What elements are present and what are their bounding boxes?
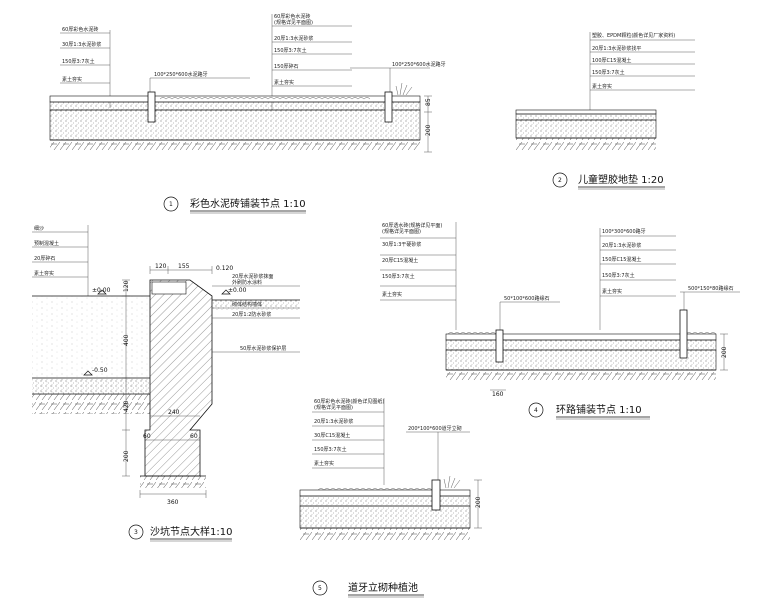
d4-curb-label: 50*100*600路缘石 (504, 295, 549, 302)
d4-right-label-4: 150厚3:7灰土 (602, 272, 635, 279)
d1-grass-icon (395, 82, 413, 96)
d4-left-label-1: 60厚透水砖(规格详见平面) (382, 222, 442, 229)
d3-right-label-5: 50厚水泥砂浆保护层 (240, 345, 286, 352)
d4-number-circle (528, 402, 544, 418)
d1-dim-2: 200 (425, 124, 432, 136)
d2-label-5: 素土夯实 (592, 83, 612, 90)
d3-title: 沙坑节点大样1:10 (150, 525, 232, 538)
d4-number: 4 (534, 407, 538, 414)
d3-elev-3: -0.50 (92, 367, 108, 374)
d2-number-circle (552, 172, 568, 188)
d3-label-3: 20厚碎石 (34, 255, 55, 262)
d1-curb-right (384, 91, 393, 123)
detail-3-sandpit: 细沙 预制混凝土 20厚碎石 素土夯实 ±0.00 ±0.00 -0.50 12 (32, 225, 300, 542)
d1-number: 1 (169, 201, 173, 208)
d1-curb-label: 100*250*600水泥路牙 (154, 71, 208, 78)
d3-dim-v-2: 400 (123, 334, 130, 346)
d3-number-circle (128, 524, 144, 540)
d4-left-label-3: 30厚1:3干硬砂浆 (382, 241, 421, 248)
d5-label-3: 20厚1:3水泥砂浆 (314, 418, 353, 425)
d4-right-label-2: 20厚1:3水泥砂浆 (602, 242, 641, 249)
d3-dim-h-1: 240 (168, 409, 180, 416)
detail-1-paving: 60厚彩色水泥砖 30厚1:3水泥砂浆 150厚3:7灰土 素土夯实 60厚彩色… (49, 13, 446, 214)
d4-dim-1: 200 (721, 346, 728, 358)
d3-right-label-1: 20厚水泥砂浆抹面 (232, 273, 273, 280)
d5-label-1: 60厚彩色水泥砖(颜色详见图纸) (314, 398, 384, 405)
d1-right-label-3: 20厚1:3水泥砂浆 (274, 35, 313, 42)
d3-number: 3 (134, 529, 138, 536)
d4-curb-label-2: 500*150*80路缘石 (688, 285, 733, 292)
d1-left-label-1: 60厚彩色水泥砖 (62, 26, 98, 33)
d5-number-circle (312, 580, 328, 596)
d2-label-2: 20厚1:3水泥砂浆找平 (592, 45, 641, 52)
d3-cap (151, 281, 187, 295)
d5-label-4: 30厚C15混凝土 (314, 432, 350, 439)
d3-elev-2: ±0.00 (228, 287, 247, 294)
d4-left-label-5: 150厚3:7灰土 (382, 273, 415, 280)
d1-curb-left (147, 91, 156, 123)
d3-dim-top-1: 120 (155, 263, 167, 270)
d2-label-4: 150厚3:7灰土 (592, 69, 625, 76)
d3-dim-top-3: 0.120 (216, 265, 233, 272)
d5-label-2: (规格详见平面图) (314, 404, 353, 411)
d2-label-1: 塑胶、EPDM颗粒(颜色详见厂家资料) (592, 32, 675, 39)
d3-dim-h-4: 360 (167, 499, 179, 506)
d4-dim-2: 160 (492, 391, 504, 398)
d3-right-label-4: 20厚1:2防水砂浆 (232, 311, 271, 318)
d5-number: 5 (318, 585, 322, 592)
d1-left-label-2: 30厚1:3水泥砂浆 (62, 41, 101, 48)
d5-label-5: 150厚3:7灰土 (314, 446, 347, 453)
d4-left-label-6: 素土夯实 (382, 291, 402, 298)
detail-2-rubber-mat: 塑胶、EPDM颗粒(颜色详见厂家资料) 20厚1:3水泥砂浆找平 100厚C15… (515, 32, 695, 190)
d1-number-circle (163, 196, 179, 212)
d3-label-1: 细沙 (34, 225, 44, 232)
d1-title: 彩色水泥砖铺装节点 1:10 (190, 197, 306, 210)
d3-dim-h-3: 60 (190, 433, 198, 440)
d2-label-3: 100厚C15混凝土 (592, 57, 631, 64)
detail-4-loop-paving: 60厚透水砖(规格详见平面) (规格详见平面图) 30厚1:3干硬砂浆 20厚C… (380, 222, 740, 420)
d5-curb-label: 200*100*600道牙立砌 (408, 425, 462, 432)
d5-grass-icon (443, 475, 461, 489)
d3-right-label-2: 外刷防水涂料 (232, 279, 262, 286)
d3-dim-v-3: 420 (123, 400, 130, 412)
d3-dim-v-1: 120 (123, 280, 130, 292)
d5-pebble-row (317, 488, 433, 491)
d1-pebble-row (159, 97, 371, 100)
d1-right-label-4: 150厚3:7灰土 (274, 47, 307, 54)
d1-left-label-3: 150厚3:7灰土 (62, 58, 95, 65)
d1-curb-label-2: 100*250*600水泥路牙 (392, 61, 446, 68)
d4-left-label-2: (规格详见平面图) (382, 228, 421, 235)
d1-left-label-4: 素土夯实 (62, 76, 82, 83)
d4-curb-right (679, 309, 688, 359)
d3-wall (144, 279, 213, 477)
d5-title: 道牙立砌种植池 (348, 581, 418, 594)
d3-dim-v-4: 200 (123, 450, 130, 462)
d2-title: 儿童塑胶地垫 1:20 (578, 173, 664, 186)
d4-right-label-3: 150厚C15混凝土 (602, 256, 641, 263)
d1-right-label-1: 60厚彩色水泥砖 (274, 13, 310, 20)
d4-right-label-5: 素土夯实 (602, 288, 622, 295)
d5-dim-1: 200 (475, 496, 482, 508)
detail-5-planter: 60厚彩色水泥砖(颜色详见图纸) (规格详见平面图) 20厚1:3水泥砂浆 30… (299, 398, 482, 598)
d5-curb (431, 479, 441, 511)
d3-right-label-3: 砌体结构墙体 (232, 301, 262, 308)
d3-dim-top-2: 155 (178, 263, 190, 270)
d1-right-label-5: 150厚碎石 (274, 63, 299, 70)
d3-label-2: 预制混凝土 (34, 240, 59, 247)
d4-left-label-4: 20厚C15混凝土 (382, 257, 418, 264)
d3-dim-h-2: 60 (143, 433, 151, 440)
d4-title: 环路铺装节点 1:10 (556, 403, 642, 416)
d1-dim-1: 85 (425, 98, 432, 106)
d1-right-label-2: (规格详见平面图) (274, 19, 313, 26)
d3-label-4: 素土夯实 (34, 270, 54, 277)
d4-right-label-1: 100*300*600路牙 (602, 228, 646, 235)
d1-right-label-6: 素土夯实 (274, 79, 294, 86)
d4-curb-left (495, 329, 504, 363)
d5-label-6: 素土夯实 (314, 460, 334, 467)
d2-number: 2 (558, 177, 562, 184)
